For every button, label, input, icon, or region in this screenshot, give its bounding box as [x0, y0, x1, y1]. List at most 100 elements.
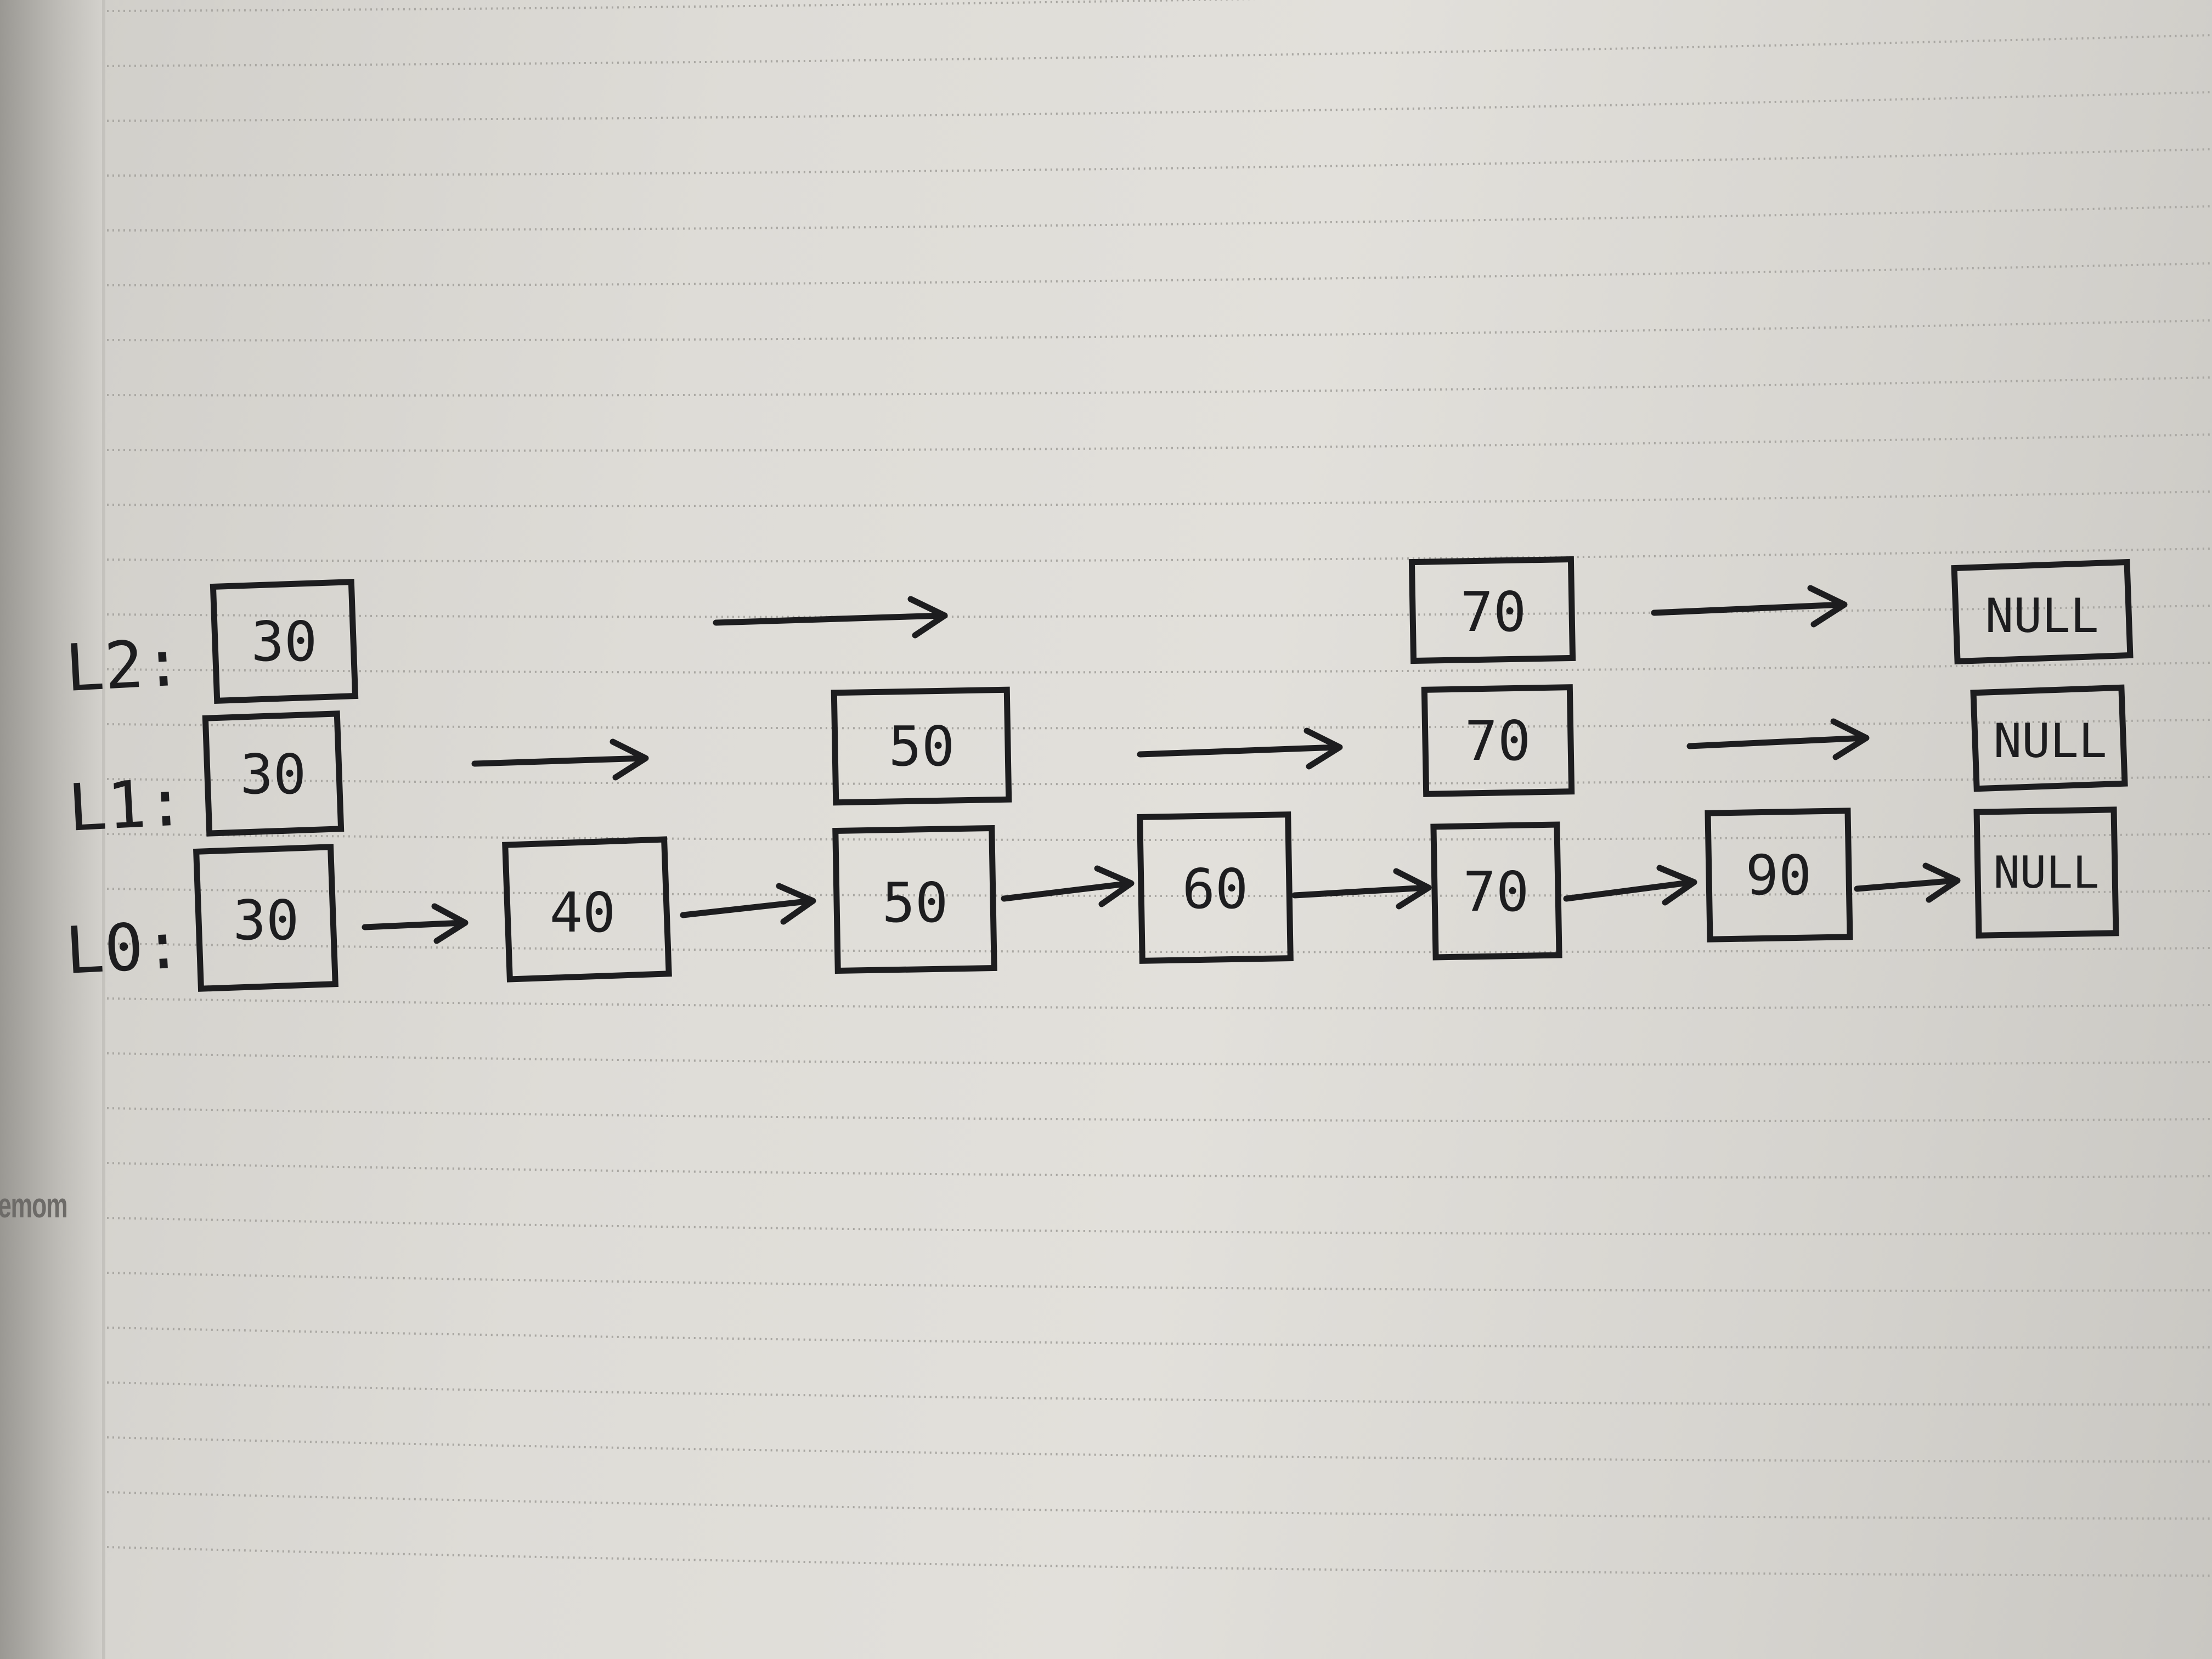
node-value: 50 [882, 871, 948, 935]
node-box [831, 686, 1012, 806]
node-l0-50: 50 [832, 825, 997, 974]
level-label-l0: L0: [64, 907, 184, 989]
ruled-line [106, 1162, 2212, 1179]
pointer-arrow [471, 755, 648, 767]
ruled-line [106, 719, 2212, 730]
pointer-arrow [713, 612, 947, 626]
node-box [202, 710, 345, 837]
ruled-line [106, 1381, 2212, 1406]
node-box [1973, 806, 2119, 939]
pointer-arrow [362, 919, 467, 930]
node-value: 30 [240, 742, 306, 806]
pointer-arrow [1563, 879, 1696, 902]
ruled-line [106, 997, 2212, 1009]
pointer-arrowhead [1094, 865, 1135, 907]
ruled-line [106, 1272, 2212, 1292]
ruled-line [106, 34, 2212, 67]
pointer-arrowhead [907, 596, 948, 639]
ruled-line [106, 833, 2212, 841]
node-l1-null: NULL [1970, 684, 2128, 792]
node-box [193, 844, 338, 992]
ruled-line [106, 548, 2212, 563]
ruled-line [106, 148, 2212, 177]
node-value: 60 [1182, 857, 1248, 921]
ruled-line [106, 319, 2212, 342]
pointer-arrowhead [1304, 727, 1343, 770]
node-box [1430, 821, 1562, 961]
pointer-arrowhead [431, 903, 469, 944]
ruled-line [106, 262, 2212, 287]
pointer-arrowhead [776, 883, 816, 925]
node-box [1421, 684, 1575, 797]
ruled-line [106, 662, 2212, 674]
ruled-line [106, 1217, 2212, 1235]
ruled-line [106, 490, 2212, 507]
level-label-l2: L2: [64, 624, 184, 706]
pointer-arrowhead [1830, 718, 1870, 760]
ruled-line [106, 1327, 2212, 1349]
node-box [1951, 558, 2134, 665]
pointer-arrowhead [610, 738, 649, 781]
node-l2-30: 30 [210, 578, 359, 704]
node-value: 70 [1465, 709, 1531, 773]
notebook-binding [0, 0, 104, 1659]
pointer-arrow [1291, 884, 1430, 899]
node-l0-90: 90 [1705, 808, 1853, 943]
node-box [1137, 811, 1294, 964]
node-box [832, 825, 997, 974]
node-value: 70 [1460, 580, 1526, 644]
node-l2-null: NULL [1951, 558, 2134, 665]
node-l0-30: 30 [193, 844, 338, 992]
node-box [210, 578, 359, 704]
node-value: 30 [233, 888, 299, 952]
ruled-line [106, 605, 2212, 618]
ruled-line [106, 1436, 2212, 1463]
node-l1-70: 70 [1421, 684, 1575, 797]
pointer-arrow [1001, 880, 1133, 902]
ruled-line [106, 0, 1258, 12]
pointer-arrowhead [1807, 585, 1848, 628]
level-label-l1: L1: [66, 764, 187, 846]
node-value: 40 [550, 881, 616, 945]
ruled-line [106, 205, 2212, 232]
node-l0-70: 70 [1430, 821, 1562, 961]
node-l0-40: 40 [502, 836, 672, 983]
pointer-arrow [1137, 744, 1342, 758]
node-value: 70 [1463, 860, 1529, 924]
node-value: 50 [889, 714, 955, 778]
pointer-arrowhead [1656, 865, 1697, 906]
node-l1-50: 50 [831, 686, 1012, 806]
pointer-arrow [1651, 601, 1847, 616]
pointer-arrow [680, 898, 815, 918]
binding-edge [102, 0, 105, 1659]
brand-mark: emom [0, 1186, 68, 1225]
node-value: NULL [1993, 714, 2107, 769]
node-box [502, 836, 672, 983]
node-value: 90 [1746, 843, 1812, 907]
ruled-line [106, 943, 2212, 953]
node-l0-null: NULL [1973, 806, 2119, 939]
node-value: 30 [251, 610, 317, 674]
ruled-line [106, 1107, 2212, 1122]
ruled-line [106, 91, 2212, 122]
node-value: NULL [1985, 589, 2098, 644]
node-l0-60: 60 [1137, 811, 1294, 964]
ruled-line [106, 376, 2212, 397]
pointer-arrowhead [1922, 862, 1961, 903]
node-value: NULL [1994, 847, 2100, 898]
ruled-line [106, 433, 2212, 452]
ruled-line [106, 1491, 2212, 1520]
pointer-arrowhead [1393, 868, 1432, 910]
ruled-line [106, 1546, 2212, 1577]
node-box [1705, 808, 1853, 943]
pointer-arrow [1854, 877, 1959, 892]
pointer-arrow [1686, 735, 1869, 749]
node-box [1408, 556, 1576, 664]
node-box [1970, 684, 2128, 792]
ruled-line [106, 888, 2212, 898]
node-l2-70: 70 [1408, 556, 1576, 664]
node-l1-30: 30 [202, 710, 345, 837]
